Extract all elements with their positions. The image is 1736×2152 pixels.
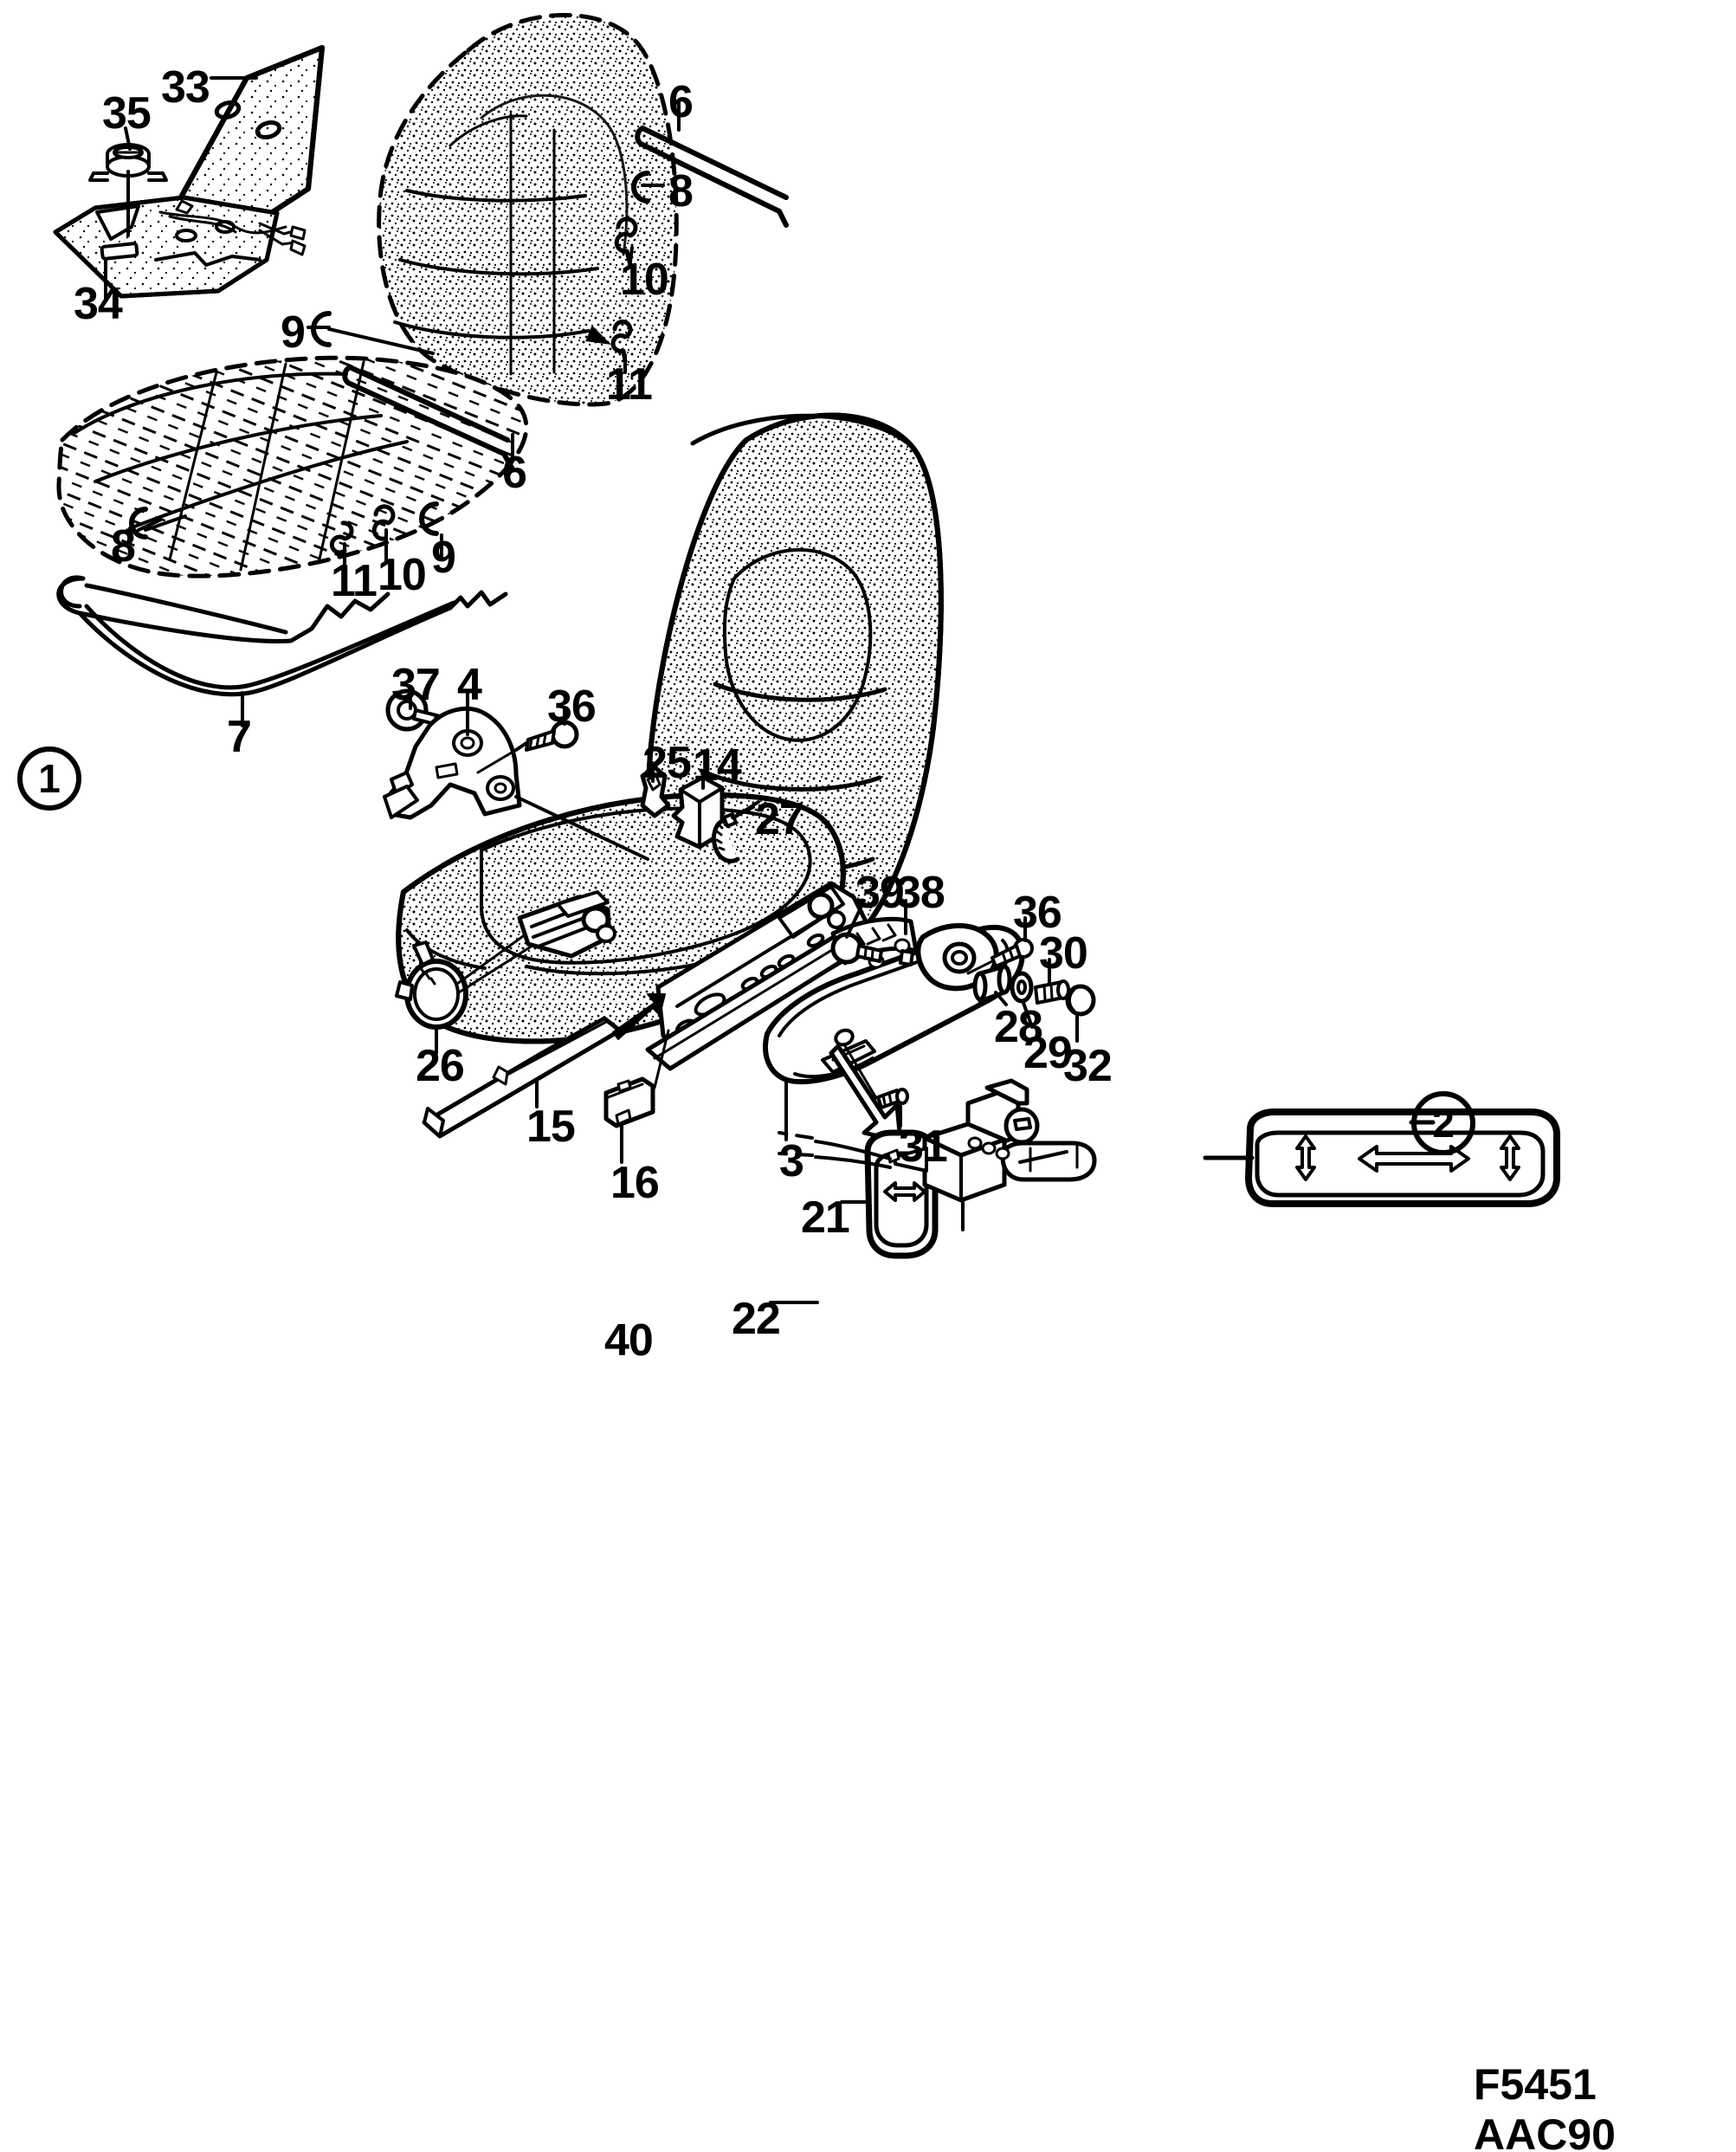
callout-33: 33 xyxy=(161,62,210,113)
callout-31: 31 xyxy=(899,1121,948,1172)
part-14-belt-guide xyxy=(671,775,725,850)
part-30-screw xyxy=(1034,979,1070,1005)
part-8-clip-upper xyxy=(631,171,650,204)
callout-7: 7 xyxy=(227,712,252,762)
callout-15: 15 xyxy=(526,1102,576,1152)
callout-32: 32 xyxy=(1063,1041,1113,1091)
callout-34: 34 xyxy=(74,279,123,329)
backrest-cover-assembly xyxy=(377,13,679,407)
callout-27: 27 xyxy=(755,794,804,844)
callout-6-lower: 6 xyxy=(502,448,527,498)
callout-25: 25 xyxy=(642,738,692,788)
callout-3: 3 xyxy=(779,1136,804,1186)
part-7-frame-wire xyxy=(56,575,508,697)
leader-lines xyxy=(104,76,1079,1304)
callout-35: 35 xyxy=(102,88,152,139)
callout-4: 4 xyxy=(457,660,482,710)
callout-26: 26 xyxy=(416,1041,465,1091)
assembly-ref-2: 2 xyxy=(1411,1091,1475,1155)
part-39-bolt xyxy=(830,932,883,965)
part-31-screw xyxy=(842,1043,909,1109)
callout-22: 22 xyxy=(732,1294,781,1344)
seat-height-mechanism xyxy=(517,890,616,959)
callout-10-upper: 10 xyxy=(620,255,669,305)
part-6-upper-rod xyxy=(635,126,789,228)
assembly-ref-1: 1 xyxy=(17,746,81,811)
callout-38: 38 xyxy=(896,868,945,918)
drawing-code: F5451 AAC90 xyxy=(1474,2060,1616,2152)
part-40-motor-module xyxy=(778,1078,1097,1203)
callout-6-upper: 6 xyxy=(668,77,694,127)
callout-28: 28 xyxy=(994,1002,1043,1052)
part-29-washer xyxy=(1010,971,1034,1004)
callout-36-right: 36 xyxy=(1013,888,1062,938)
part-10-clip-upper xyxy=(614,216,638,268)
callout-39: 39 xyxy=(855,868,905,918)
part-9-hook-lower xyxy=(419,501,439,536)
callout-14: 14 xyxy=(693,740,742,791)
callout-21: 21 xyxy=(801,1192,850,1243)
callout-36-upper: 36 xyxy=(547,682,597,732)
part-35-grommet xyxy=(88,143,168,182)
assembly-arrow-15 xyxy=(612,993,666,1040)
callout-30: 30 xyxy=(1039,928,1088,979)
part-8-clip-lower xyxy=(129,507,187,540)
callout-11-lower: 11 xyxy=(331,556,378,606)
part-16-retaining-clip xyxy=(603,1029,670,1128)
callout-10-lower: 10 xyxy=(378,550,427,600)
part-10-clip-lower xyxy=(371,504,396,541)
callout-37: 37 xyxy=(391,660,441,710)
part-11-clip-lower xyxy=(329,520,354,555)
callout-11-upper: 11 xyxy=(606,359,653,410)
callout-8-upper: 8 xyxy=(668,166,694,216)
part-32-cap xyxy=(1065,984,1096,1017)
part-22-switch-panel xyxy=(1245,1108,1560,1207)
callout-9-lower: 9 xyxy=(431,533,456,583)
callout-29: 29 xyxy=(1023,1028,1073,1078)
callout-8-lower: 8 xyxy=(111,521,136,572)
part-34-seat-pan xyxy=(53,195,307,299)
callout-40: 40 xyxy=(604,1315,654,1366)
callout-9-upper: 9 xyxy=(281,307,306,358)
part-36-bolt-upper xyxy=(476,720,579,774)
callout-16: 16 xyxy=(610,1158,660,1208)
part-4-recline-handle xyxy=(383,706,649,861)
part-6-lower-rod xyxy=(342,365,515,472)
part-11-clip-upper xyxy=(585,320,633,364)
part-28-spacer xyxy=(972,964,1012,1004)
